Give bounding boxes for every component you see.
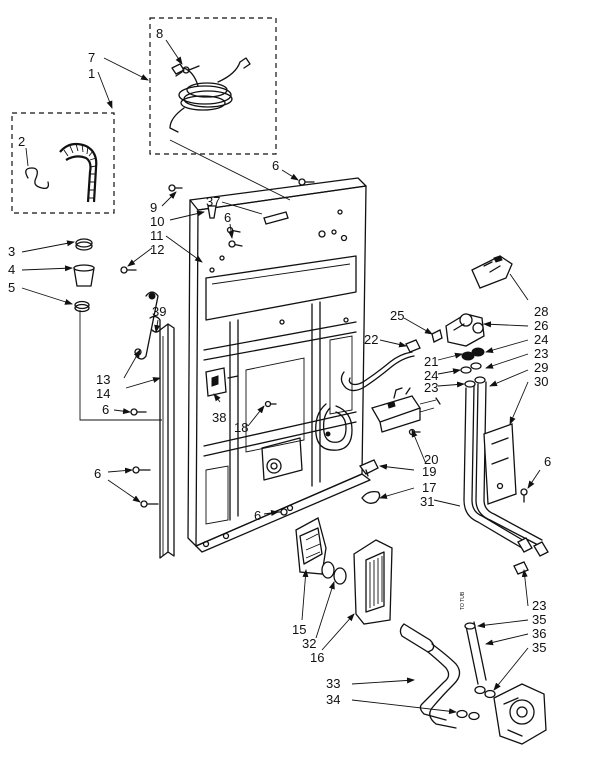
callout-23-right: 23 <box>534 346 548 361</box>
callout-10: 10 <box>150 214 164 229</box>
callout-36: 36 <box>532 626 546 641</box>
drain-hose-clamps <box>456 685 496 721</box>
callout-38: 38 <box>212 410 226 425</box>
callout-32: 32 <box>302 636 316 651</box>
pressure-hose <box>315 403 353 451</box>
callout-5: 5 <box>8 280 15 295</box>
callout-9: 9 <box>150 200 157 215</box>
hose-coupler <box>73 264 95 287</box>
callout-6-bottom: 6 <box>254 508 261 523</box>
callout-6-mid: 6 <box>224 210 231 225</box>
side-rail <box>159 323 175 559</box>
drain-hose-icon <box>59 142 98 203</box>
fill-hoses <box>463 381 549 575</box>
motor-shroud <box>353 539 393 625</box>
callout-23-left: 23 <box>424 380 438 395</box>
valve-connector <box>471 255 513 289</box>
callout-22: 22 <box>364 332 378 347</box>
callout-25: 25 <box>390 308 404 323</box>
screws <box>120 178 528 516</box>
callout-29: 29 <box>534 360 548 375</box>
callout-26: 26 <box>534 318 548 333</box>
callout-15: 15 <box>292 622 306 637</box>
callout-1: 1 <box>88 66 95 81</box>
callout-39: 39 <box>152 304 166 319</box>
callout-7: 7 <box>88 50 95 65</box>
callout-12: 12 <box>150 242 164 257</box>
callout-31: 31 <box>420 494 434 509</box>
pump-marking-text: TO TUB <box>460 591 466 610</box>
hose-bracket <box>483 423 517 505</box>
drain-hose-33 <box>399 623 461 729</box>
callout-24-left: 24 <box>424 368 438 383</box>
callout-16: 16 <box>310 650 324 665</box>
hose-clamp-top <box>75 238 93 251</box>
callout-37: 37 <box>206 194 220 209</box>
power-cord-icon <box>169 57 251 133</box>
callout-19: 19 <box>422 464 436 479</box>
callout-30: 30 <box>534 374 548 389</box>
drain-hose-kit-box <box>11 112 115 214</box>
wire-bracket <box>134 291 159 360</box>
callout-6-lower: 6 <box>94 466 101 481</box>
callout-28: 28 <box>534 304 548 319</box>
callout-21: 21 <box>424 354 438 369</box>
callout-8: 8 <box>156 26 163 41</box>
callout-35-upper: 35 <box>532 612 546 627</box>
callout-35-lower: 35 <box>532 640 546 655</box>
water-level-switch <box>205 367 239 397</box>
hose-clip <box>358 459 379 477</box>
callout-3: 3 <box>8 244 15 259</box>
hose-hook-icon <box>25 167 50 190</box>
drain-pump <box>493 683 547 745</box>
pump-cover <box>295 517 327 575</box>
inlet-screens <box>460 347 486 388</box>
fill-hose <box>340 339 421 392</box>
wire-clip <box>361 490 381 504</box>
terminal-ring-icon <box>175 65 200 77</box>
callout-4: 4 <box>8 262 15 277</box>
power-cord-kit-box <box>149 17 277 155</box>
callout-23-lower: 23 <box>532 598 546 613</box>
callout-20: 20 <box>424 452 438 467</box>
callout-11: 11 <box>150 228 164 243</box>
callout-24-right: 24 <box>534 332 548 347</box>
hose-clamp-bottom <box>74 300 90 313</box>
callout-34: 34 <box>326 692 340 707</box>
callout-18: 18 <box>234 420 248 435</box>
callout-33: 33 <box>326 676 340 691</box>
switch-assembly <box>371 387 441 433</box>
callout-6-left: 6 <box>102 402 109 417</box>
rear-panel <box>187 177 371 553</box>
callout-13: 13 <box>96 372 110 387</box>
water-inlet-valve <box>431 313 485 347</box>
motor-bracket <box>261 437 303 481</box>
callout-17: 17 <box>422 480 436 495</box>
leader-lines <box>21 39 541 715</box>
drain-hose-36 <box>464 621 487 685</box>
pump-coupling <box>321 561 347 585</box>
callout-labels: 7 1 8 2 3 4 5 6 9 10 11 12 37 6 39 13 14… <box>8 26 551 707</box>
callout-6-top: 6 <box>272 158 279 173</box>
callout-6-right: 6 <box>544 454 551 469</box>
callout-14: 14 <box>96 386 110 401</box>
callout-2: 2 <box>18 134 25 149</box>
